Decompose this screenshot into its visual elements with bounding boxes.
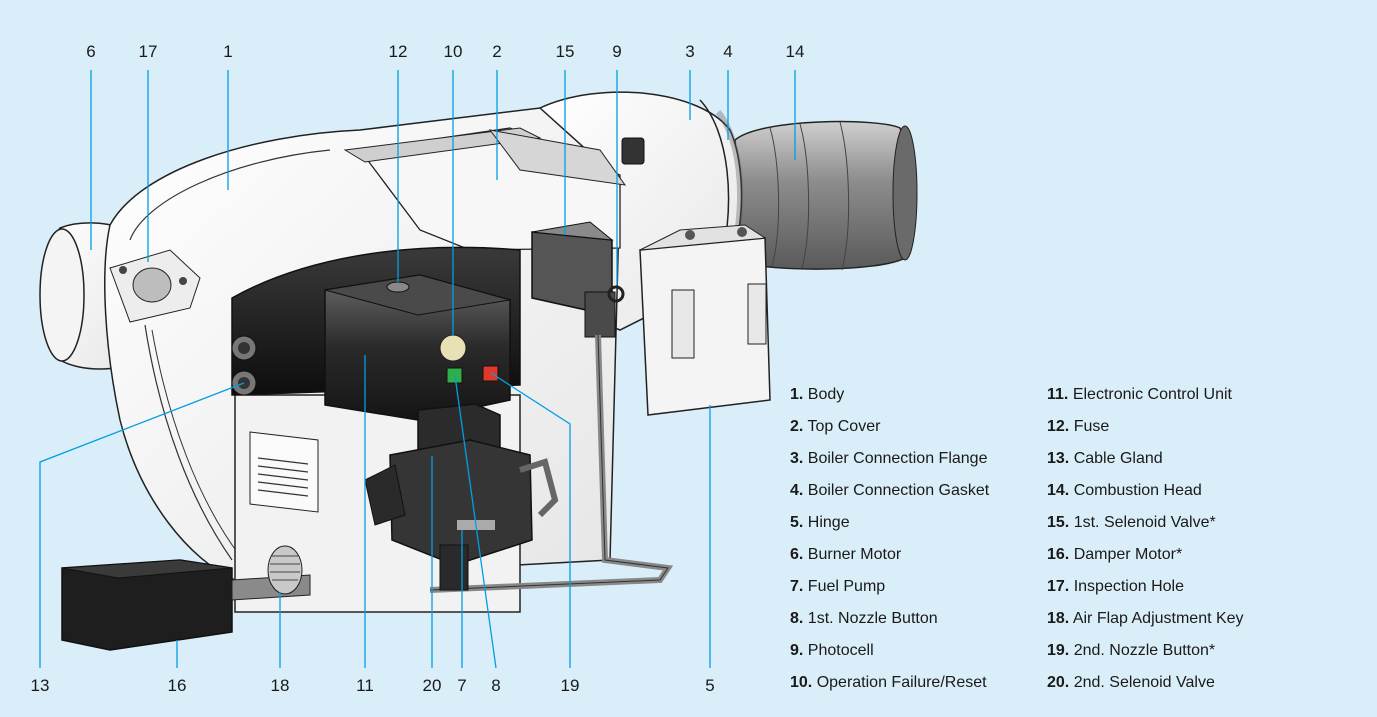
callout-6: 6: [86, 42, 96, 61]
combustion-head: [734, 120, 918, 271]
callout-9: 9: [612, 42, 622, 61]
callout-17: 17: [138, 42, 158, 61]
legend-item: 10. Operation Failure/Reset: [790, 674, 987, 691]
fuel-pipe-edge: [429, 334, 669, 591]
legend-item: 19. 2nd. Nozzle Button*: [1047, 642, 1216, 659]
callout-13: 13: [30, 676, 50, 695]
rating-plate: [249, 431, 319, 513]
air-flap-adjustment-key: [267, 545, 303, 595]
callout-5: 5: [705, 676, 715, 695]
callout-19: 19: [560, 676, 580, 695]
callout-4: 4: [723, 42, 733, 61]
legend-item: 18. Air Flap Adjustment Key: [1047, 610, 1244, 627]
electronic-control-unit: [324, 274, 511, 421]
hinge: [639, 224, 771, 416]
nozzle-button-2[interactable]: [482, 365, 499, 382]
legend-item: 17. Inspection Hole: [1047, 578, 1184, 595]
damper-motor: [61, 559, 311, 651]
photocell: [584, 285, 625, 338]
callout-18: 18: [270, 676, 290, 695]
legend-item: 20. 2nd. Selenoid Valve: [1047, 674, 1215, 691]
callout-14: 14: [785, 42, 805, 61]
legend-item: 7. Fuel Pump: [790, 578, 886, 595]
legend-item: 16. Damper Motor*: [1047, 546, 1183, 563]
legend-item: 12. Fuse: [1047, 418, 1110, 435]
callout-12: 12: [388, 42, 408, 61]
legend-item: 5. Hinge: [790, 514, 850, 531]
legend-item: 4. Boiler Connection Gasket: [790, 482, 990, 499]
callout-3: 3: [685, 42, 695, 61]
callout-20: 20: [422, 676, 442, 695]
cable-gland: [231, 335, 257, 396]
callout-8: 8: [491, 676, 501, 695]
leader-lines: [39, 70, 796, 669]
inspection-hole: [109, 249, 201, 323]
legend-item: 14. Combustion Head: [1047, 482, 1202, 499]
nozzle-button-1[interactable]: [446, 367, 463, 384]
fuse-icon: [386, 281, 410, 293]
legend-item: 2. Top Cover: [790, 418, 881, 435]
reset-lamp[interactable]: [439, 334, 467, 362]
callout-1: 1: [223, 42, 233, 61]
legend-item: 13. Cable Gland: [1047, 450, 1163, 467]
callout-16: 16: [167, 676, 187, 695]
legend-item: 6. Burner Motor: [790, 546, 902, 563]
legend-item: 15. 1st. Selenoid Valve*: [1047, 514, 1216, 531]
legend-item: 9. Photocell: [790, 642, 874, 659]
callout-10: 10: [443, 42, 463, 61]
legend-item: 1. Body: [790, 386, 845, 403]
legend-item: 8. 1st. Nozzle Button: [790, 610, 938, 627]
callout-2: 2: [492, 42, 502, 61]
legend-item: 11. Electronic Control Unit: [1047, 386, 1232, 403]
callout-7: 7: [457, 676, 467, 695]
callout-15: 15: [555, 42, 575, 61]
callout-11: 11: [356, 676, 374, 695]
legend-item: 3. Boiler Connection Flange: [790, 450, 988, 467]
